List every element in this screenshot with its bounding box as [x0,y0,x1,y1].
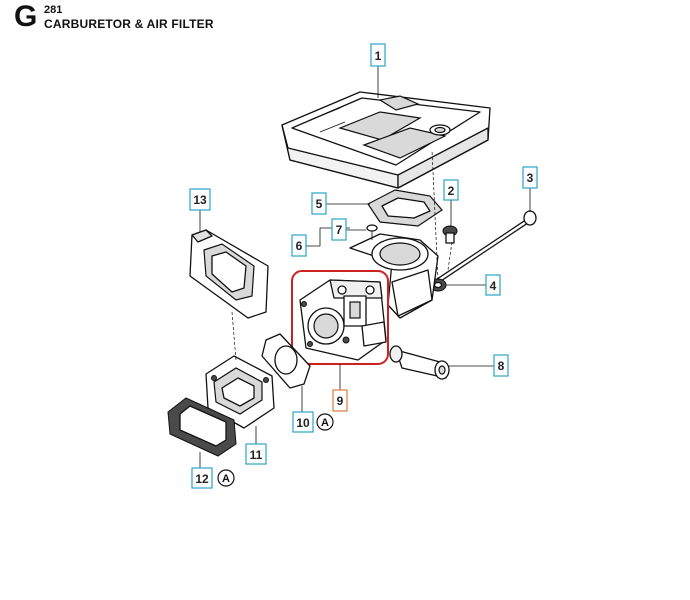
svg-text:8: 8 [498,359,505,373]
svg-text:13: 13 [193,193,207,207]
svg-text:9: 9 [337,394,344,408]
callout-9[interactable]: 9 [332,389,348,412]
callout-2[interactable]: 2 [443,179,459,201]
svg-text:4: 4 [490,279,497,293]
flange-gasket[interactable] [167,397,237,457]
callout-12[interactable]: 12 [191,467,213,489]
svg-text:1: 1 [375,49,382,63]
filter-base[interactable] [349,233,439,319]
callout-11[interactable]: 11 [245,443,267,465]
svg-text:A: A [222,473,230,485]
heat-shield[interactable] [189,229,269,319]
filter-gasket[interactable] [367,189,443,227]
svg-text:11: 11 [250,448,263,462]
fuel-hose[interactable] [389,345,450,380]
air-filter-cover[interactable] [281,91,491,189]
carburetor[interactable] [299,279,387,361]
svg-text:A: A [321,417,329,429]
callout-8[interactable]: 8 [493,354,509,377]
page-title: CARBURETOR & AIR FILTER [44,17,214,31]
callout-5[interactable]: 5 [311,192,327,215]
ref-mark-a: A [316,413,334,431]
svg-text:5: 5 [316,197,323,211]
intake-gasket[interactable] [261,333,311,389]
callout-3[interactable]: 3 [522,166,538,189]
assembly-line [231,311,237,361]
svg-text:7: 7 [336,223,343,237]
svg-text:12: 12 [195,472,209,486]
svg-text:6: 6 [296,239,303,253]
callout-4[interactable]: 4 [485,274,501,296]
callout-1[interactable]: 1 [370,43,386,67]
callout-13[interactable]: 13 [189,188,211,211]
assembly-line [431,149,439,281]
callout-10[interactable]: 10 [292,411,314,433]
intake-manifold[interactable] [205,355,275,429]
screw-part[interactable] [442,225,458,244]
small-screw[interactable] [366,224,378,240]
assembly-line [447,241,453,271]
svg-text:2: 2 [448,184,455,198]
callout-7[interactable]: 7 [331,218,347,241]
section-letter: G [14,0,38,33]
page-number: 281 [44,4,63,16]
svg-text:3: 3 [527,171,534,185]
ref-mark-a: A [217,469,235,487]
callout-6[interactable]: 6 [291,234,307,257]
svg-text:10: 10 [296,416,310,430]
